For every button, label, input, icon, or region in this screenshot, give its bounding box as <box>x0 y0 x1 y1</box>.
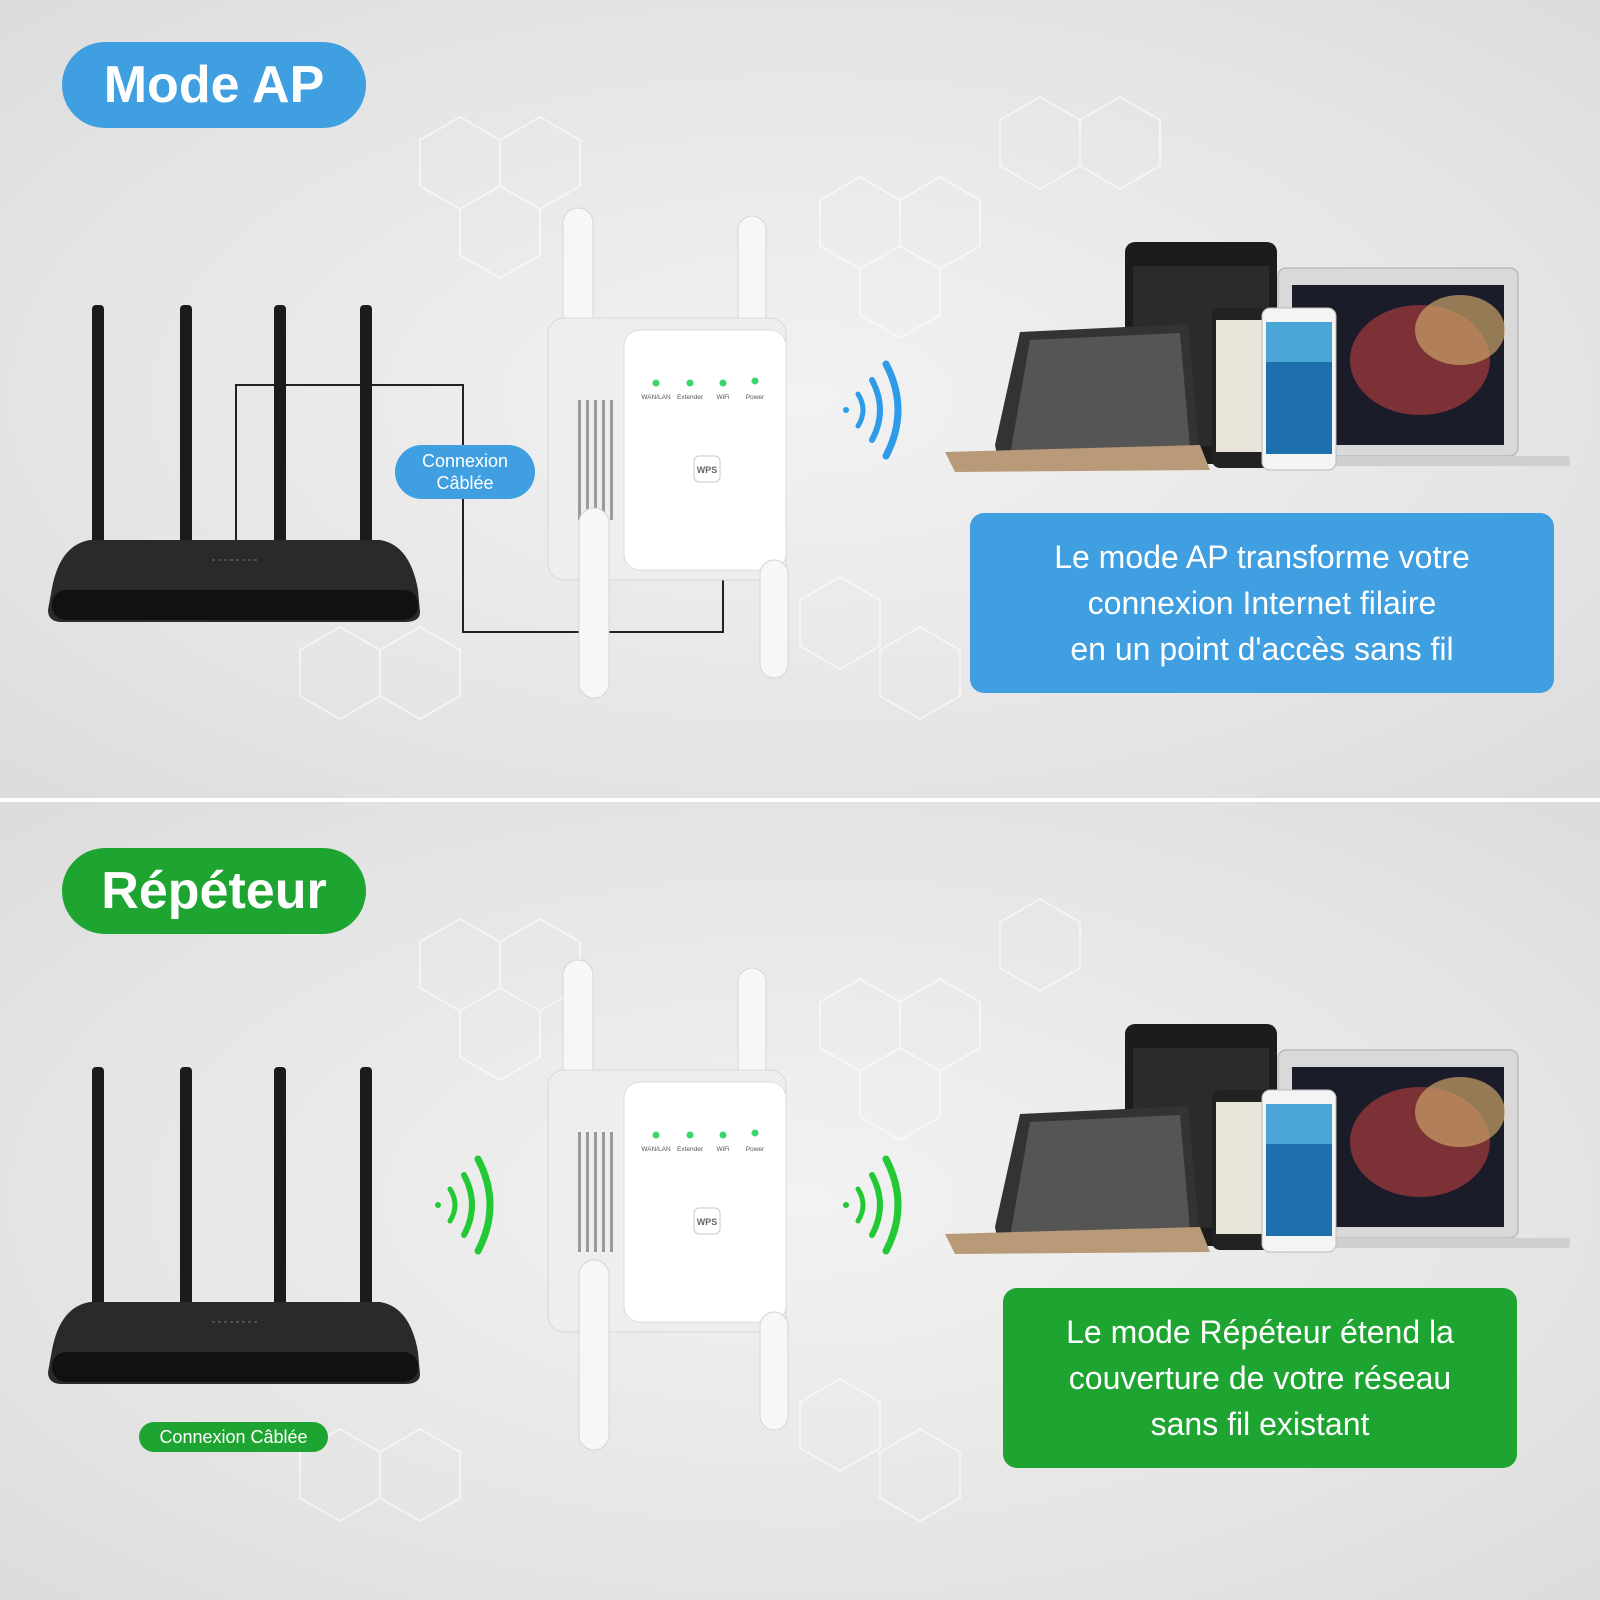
ap-diagram: WAN/LAN Extender WiFi Power WPS <box>48 207 1570 699</box>
wifi-wave-icon <box>843 1155 902 1255</box>
wired-connection-label: Connexion Câblée <box>139 1422 328 1452</box>
led-label-power: Power <box>746 394 765 401</box>
devices-icon <box>945 242 1570 472</box>
description-line: sans fil existant <box>1150 1406 1370 1442</box>
hexagon-background <box>299 95 1161 721</box>
led-label-extender: Extender <box>677 1146 704 1153</box>
wps-button-label: WPS <box>697 1217 718 1227</box>
wifi-wave-icon <box>843 360 902 460</box>
wired-connection-label-line1: Connexion <box>421 451 509 471</box>
router-icon <box>48 1067 420 1384</box>
devices-icon <box>945 1024 1570 1254</box>
description-line: connexion Internet filaire <box>1087 585 1437 621</box>
mode-ap-title: Mode AP <box>62 42 366 128</box>
repeater-diagram: WAN/LAN Extender WiFi Power WPS <box>48 959 1570 1451</box>
led-label-wifi: WiFi <box>717 1146 730 1153</box>
led-label-power: Power <box>746 1146 765 1153</box>
repeater-title: Répéteur <box>62 848 366 934</box>
description-line: Le mode Répéteur étend la <box>1066 1314 1454 1350</box>
description-line: couverture de votre réseau <box>1068 1360 1452 1396</box>
wired-connection-label: Connexion Câblée <box>395 445 535 499</box>
repeater-section: Répéteur <box>0 802 1600 1600</box>
router-icon <box>48 305 420 622</box>
led-label-extender: Extender <box>677 394 704 401</box>
description-line: en un point d'accès sans fil <box>1070 631 1454 667</box>
wifi-wave-icon <box>435 1155 494 1255</box>
wps-button-label: WPS <box>697 465 718 475</box>
mode-ap-section: Mode AP <box>0 0 1600 798</box>
mode-ap-description: Le mode AP transforme votre connexion In… <box>970 513 1554 693</box>
section-divider <box>0 798 1600 802</box>
wired-connection-line <box>235 384 724 633</box>
repeater-description: Le mode Répéteur étend la couverture de … <box>1003 1288 1517 1468</box>
extender-icon <box>547 207 789 699</box>
extender-icon <box>547 959 789 1451</box>
led-label-wifi: WiFi <box>717 394 730 401</box>
led-label-wan: WAN/LAN <box>641 394 671 401</box>
description-line: Le mode AP transforme votre <box>1054 539 1470 575</box>
led-label-wan: WAN/LAN <box>641 1146 671 1153</box>
wired-connection-label-line2: Câblée <box>436 473 494 493</box>
